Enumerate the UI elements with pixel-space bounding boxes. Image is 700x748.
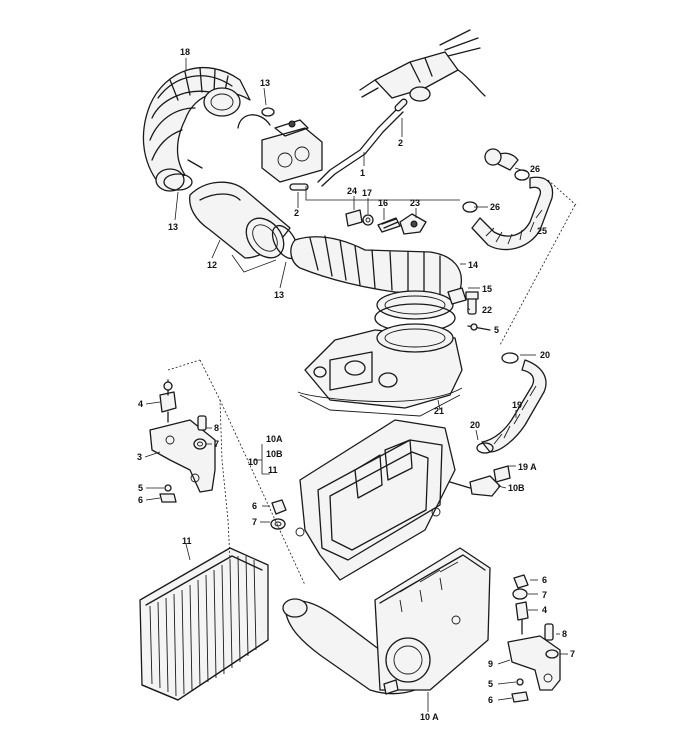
callout-22: 22: [482, 305, 492, 315]
filter-element-11: [139, 547, 269, 701]
air-boot-14: [290, 235, 462, 320]
callout-10b-group: 10B: [266, 449, 283, 459]
small-parts-24-17-16-23: [345, 209, 427, 235]
intake-tube-12: [189, 181, 291, 259]
callout-18: 18: [180, 47, 190, 57]
callout-7-right: 7: [542, 590, 547, 600]
callout-7-left: 7: [214, 439, 219, 449]
callout-19: 19: [512, 400, 522, 410]
callout-3: 3: [137, 452, 142, 462]
callout-10a-group: 10A: [266, 434, 283, 444]
callout-13-mid: 13: [274, 290, 284, 300]
callout-23: 23: [410, 198, 420, 208]
callout-9: 9: [488, 659, 493, 669]
callout-10b-right: 10B: [508, 483, 525, 493]
callout-6-right: 6: [542, 575, 547, 585]
filter-housing-upper-21: [297, 323, 463, 417]
leader-lines: [144, 58, 577, 712]
callout-5-mid: 5: [494, 325, 499, 335]
callout-14: 14: [468, 260, 478, 270]
clamp-13-left: [163, 159, 203, 191]
right-bracket-assembly: [507, 574, 561, 703]
callout-21: 21: [434, 406, 444, 416]
callout-5-right: 5: [488, 679, 493, 689]
filter-housing-lower-10: [295, 419, 456, 581]
callout-7-mid: 7: [252, 517, 257, 527]
callout-6-left: 6: [138, 495, 143, 505]
callout-26-top: 26: [530, 164, 540, 174]
callout-7-right-lower: 7: [570, 649, 575, 659]
callout-16: 16: [378, 198, 388, 208]
nut-6-and-washer-7-left: [270, 499, 287, 530]
throttle-housing-adapter: [261, 119, 323, 183]
hose-19: [476, 352, 547, 483]
callout-12: 12: [207, 260, 217, 270]
callout-11: 11: [182, 536, 192, 546]
bracket-10b-right: [449, 475, 501, 497]
callout-2-top: 2: [398, 138, 403, 148]
callout-4-left: 4: [138, 399, 143, 409]
callout-6-mid: 6: [252, 501, 257, 511]
callout-25: 25: [537, 226, 547, 236]
callout-24: 24: [347, 186, 357, 196]
callout-13-top: 13: [260, 78, 270, 88]
callout-15: 15: [482, 284, 492, 294]
callout-11-group: 11: [268, 465, 278, 475]
air-intake-lower-10a: [282, 547, 491, 695]
callout-19a: 19 A: [518, 462, 537, 472]
callout-17: 17: [362, 188, 372, 198]
left-bracket-assembly: [149, 379, 216, 503]
callout-10: 10: [248, 457, 258, 467]
callout-20-lower: 20: [470, 420, 480, 430]
intake-elbow-hose-18: [142, 66, 251, 192]
callout-2-mid: 2: [294, 208, 299, 218]
breather-hose-25: [462, 148, 554, 251]
callout-8-left: 8: [214, 423, 219, 433]
callout-4-right: 4: [542, 605, 547, 615]
callout-6-right-lower: 6: [488, 695, 493, 705]
callout-1: 1: [360, 168, 365, 178]
callout-20-top: 20: [540, 350, 550, 360]
callout-labels: 18 13 2 1 2 13 12 13 26 26 24 17 16 23 2…: [137, 47, 575, 722]
callout-26-mid: 26: [490, 202, 500, 212]
sensor-connector-assembly: [359, 29, 486, 102]
callout-10a-bottom: 10 A: [420, 712, 439, 722]
callout-8-right: 8: [562, 629, 567, 639]
callout-5-left: 5: [138, 483, 143, 493]
hose-clamp-13-top: [237, 107, 275, 129]
vacuum-line-1: [289, 98, 408, 191]
callout-13-left: 13: [168, 222, 178, 232]
